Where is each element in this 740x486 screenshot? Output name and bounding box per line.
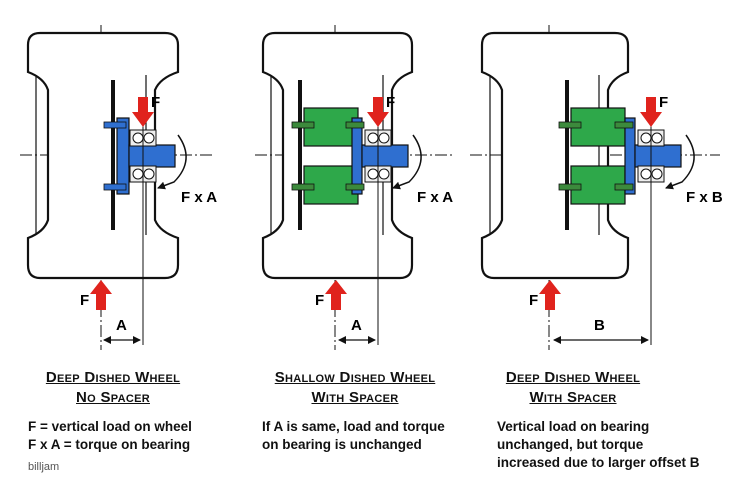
author-credit: billjam [28,461,60,473]
hub-flange [116,117,130,195]
offset-label: A [351,317,362,334]
description-line2: unchanged, but torque [497,437,644,452]
description-line2: on bearing is unchanged [262,437,422,452]
description-panel-2: If A is same, load and torque on bearing… [262,418,482,454]
description-line1: F = vertical load on wheel [28,419,192,434]
panel-title-line1: Deep Dished Wheel [45,369,181,386]
moment-label: F x A [181,189,217,206]
hub-flange [624,117,636,195]
panel-shallow-with-spacer: F F x A F A [255,25,455,350]
force-label-bottom: F [529,292,538,309]
description-line1: Vertical load on bearing [497,419,650,434]
caption-panel-3: Deep Dished Wheel With Spacer [478,368,668,408]
description-line2: F x A = torque on bearing [28,437,191,452]
caption-panel-1: Deep Dished Wheel No Spacer [18,368,208,408]
force-arrow-bottom [325,280,347,310]
bearing-lower [129,165,157,183]
wheel-bolt-top [103,121,127,129]
force-label-top: F [659,94,668,111]
force-arrow-top [367,97,389,127]
force-arrow-top [640,97,662,127]
panel-title-line2: No Spacer [76,389,150,406]
rim-outline [480,31,630,280]
spacer-bolt-top-left [558,121,582,129]
force-arrow-bottom [539,280,561,310]
rim-outline [26,31,180,280]
moment-arrow [392,134,422,190]
spacer-bolt-bottom-right [345,183,365,191]
description-line1: If A is same, load and torque [262,419,445,434]
offset-label: A [116,317,127,334]
panel-title-line2: With Spacer [529,389,617,406]
hub-flange [351,117,363,195]
spacer-bolt-top-right [614,121,634,129]
spacer-bolt-top-right [345,121,365,129]
hub-stub [128,144,176,168]
spacer-bolt-bottom-left [558,183,582,191]
bearing-upper [129,129,157,147]
force-label-top: F [386,94,395,111]
spacer-bolt-bottom-left [291,183,315,191]
panel-title-line2: With Spacer [311,389,399,406]
moment-arrow [665,134,695,190]
panel-deep-with-spacer: F F x B F B [470,25,723,350]
caption-panel-2: Shallow Dished Wheel With Spacer [255,368,455,408]
description-line3: increased due to larger offset B [497,455,700,470]
hub-stub [634,144,682,168]
moment-label: F x A [417,189,453,206]
panel-title-line1: Deep Dished Wheel [505,369,641,386]
force-label-bottom: F [80,292,89,309]
description-panel-1: F = vertical load on wheel F x A = torqu… [28,418,243,454]
spacer-bolt-top-left [291,121,315,129]
force-arrow-top [132,97,154,127]
panel-title-line1: Shallow Dished Wheel [274,369,436,386]
force-arrow-bottom [90,280,112,310]
panel-deep-no-spacer: F F x A F A [20,25,217,350]
description-panel-3: Vertical load on bearing unchanged, but … [497,418,737,472]
force-label-top: F [151,94,160,111]
offset-label: B [594,317,605,334]
spacer-bolt-bottom-right [614,183,634,191]
force-label-bottom: F [315,292,324,309]
hub-stub [361,144,409,168]
wheel-bolt-bottom [103,183,127,191]
moment-label: F x B [686,189,723,206]
moment-arrow [157,134,187,190]
